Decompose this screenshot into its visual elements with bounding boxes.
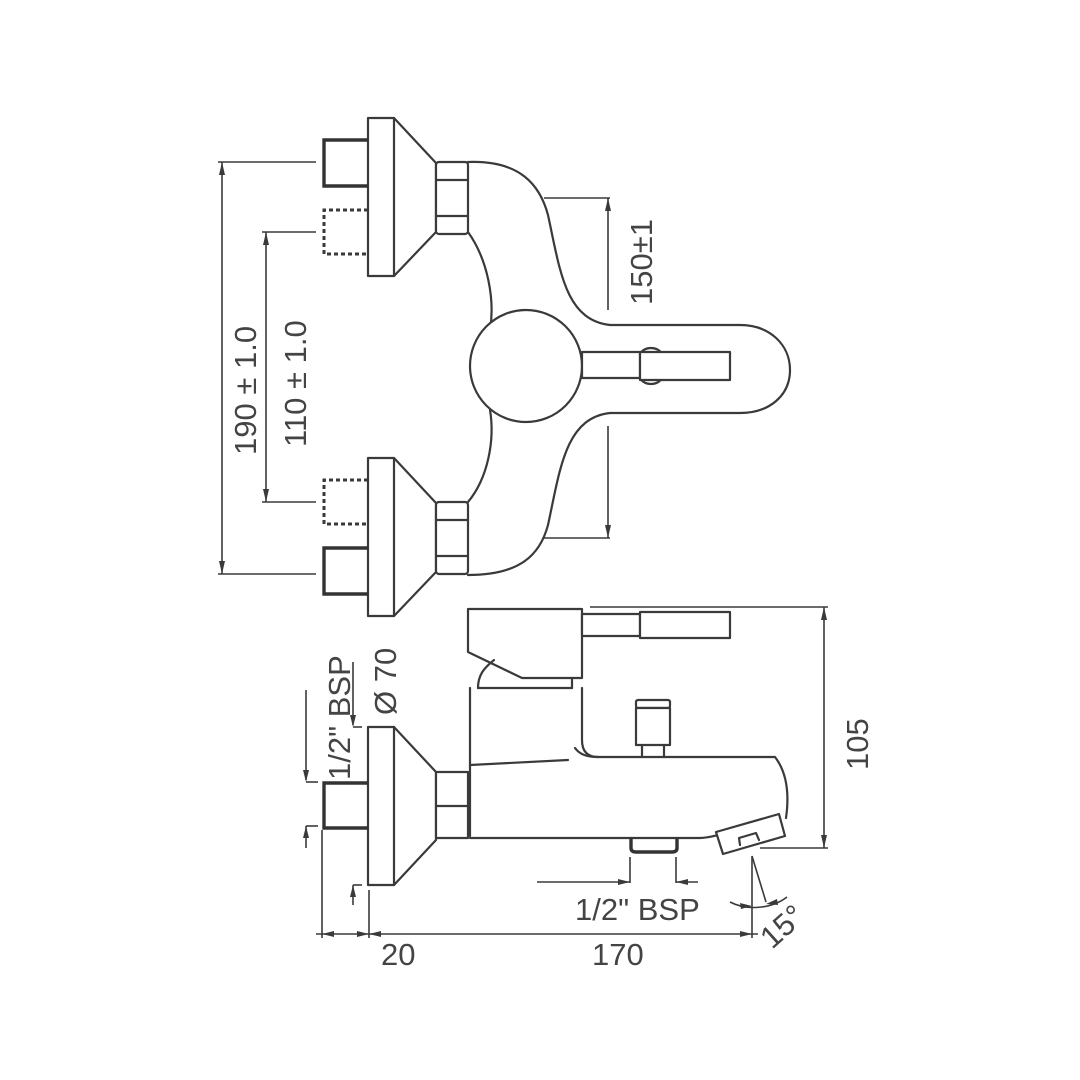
upper-inlet-solid — [322, 138, 368, 188]
spout-bottom — [468, 824, 752, 840]
body-inner-curve-lower — [466, 408, 493, 504]
lower-flange — [366, 456, 396, 618]
lever-handle-side — [638, 610, 732, 640]
side-inlet — [322, 781, 368, 830]
dim-horizontal: 20 170 — [316, 830, 758, 972]
lower-inlet-dashed — [322, 478, 368, 526]
lower-inlet-solid — [322, 546, 368, 596]
mixer-body-outline — [466, 160, 792, 577]
spout-top — [596, 755, 789, 820]
upper-nut — [434, 160, 470, 236]
upper-cone — [392, 116, 438, 278]
upper-flange — [366, 116, 396, 278]
dim-flange-diameter: Ø 70 — [350, 648, 403, 905]
body-inner-curve-upper — [466, 230, 493, 332]
outer-spacing-label: 190 ± 1.0 — [228, 326, 263, 455]
outlet-thread-label: 1/2" BSP — [575, 892, 700, 927]
diverter-cap — [634, 698, 672, 710]
height-label: 105 — [840, 718, 875, 770]
lever-housing — [466, 607, 584, 680]
side-view: 1/2" BSP Ø 70 105 — [303, 606, 875, 972]
lever-stem-side — [580, 612, 642, 638]
cartridge-circle — [468, 308, 584, 424]
lever-handle — [638, 350, 732, 382]
dim-height: 105 — [590, 606, 875, 849]
dim-outer-spacing: 190 ± 1.0 — [218, 161, 316, 575]
upper-eccentric — [322, 116, 470, 278]
spout-reach-label: 170 — [592, 937, 644, 972]
lower-eccentric — [322, 456, 470, 618]
body-seam — [468, 758, 570, 767]
diverter-knob — [634, 706, 672, 747]
body-column-right — [580, 686, 600, 759]
lever-stem — [580, 350, 642, 380]
centre-distance-label: 150±1 — [624, 219, 659, 305]
side-cone — [392, 725, 438, 887]
lower-cone — [392, 456, 438, 618]
dim-inlet-thread: 1/2" BSP — [303, 655, 357, 848]
lever-housing-curve — [476, 658, 496, 690]
dim-centre-distance: 150±1 — [544, 197, 659, 539]
aerator-inner — [737, 831, 761, 847]
upper-inlet-dashed — [322, 208, 368, 256]
inner-spacing-label: 110 ± 1.0 — [278, 320, 313, 447]
dim-outlet-thread: 1/2" BSP — [537, 857, 700, 927]
dim-inner-spacing: 110 ± 1.0 — [262, 231, 316, 503]
top-view: 190 ± 1.0 110 ± 1.0 150±1 — [218, 116, 792, 618]
lower-nut — [434, 500, 470, 576]
flange-diameter-label: Ø 70 — [368, 648, 403, 715]
bottom-outlet — [629, 838, 679, 854]
side-flange — [366, 725, 396, 887]
inlet-projection-label: 20 — [381, 937, 415, 972]
dim-spout-angle: 15° — [729, 855, 812, 955]
